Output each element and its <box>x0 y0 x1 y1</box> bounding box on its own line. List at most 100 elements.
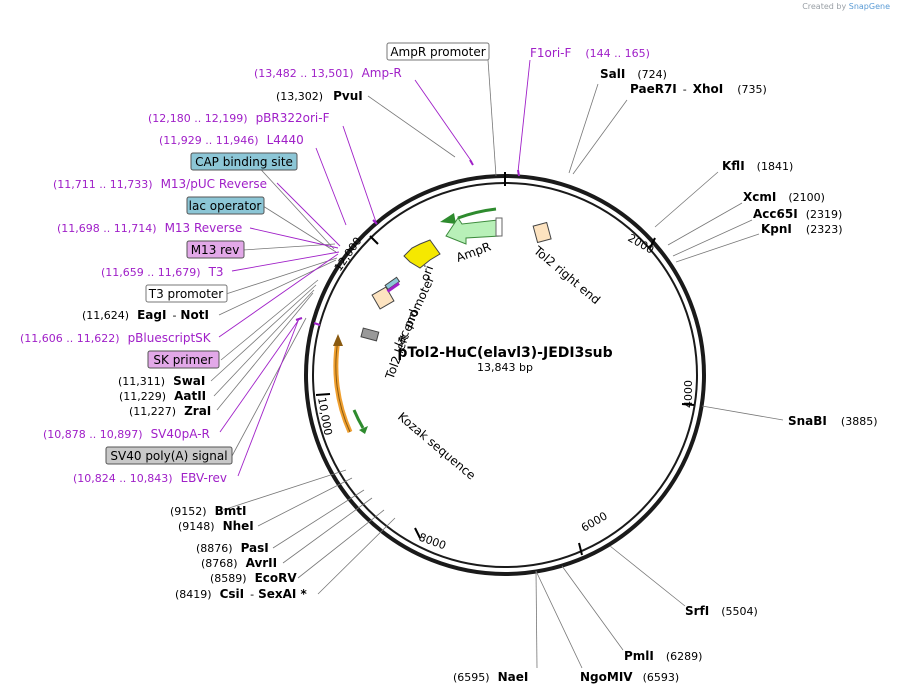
box-cap-binding-site <box>190 152 298 171</box>
primer-m13puc-name: M13/pUC Reverse <box>161 177 268 191</box>
primer-site-marks <box>386 282 400 293</box>
primer-pbr322: (12,180 .. 12,199)pBR322ori-F <box>148 111 330 125</box>
primer-ebv-rev: (10,824 .. 10,843)EBV-rev <box>73 471 227 485</box>
leader-pmli <box>561 565 624 651</box>
leader-lines-primers <box>218 59 531 477</box>
site-srfi-name: SrfI <box>685 604 709 618</box>
leader-m13-rev <box>242 243 336 251</box>
leader-f1ori-f <box>517 59 531 173</box>
ampr-promoter-arrow <box>457 207 497 220</box>
leader-t3-promoter <box>225 257 338 295</box>
site-swai-pos: (11,311) <box>118 375 165 388</box>
site-kfli: KflI(1841) <box>722 159 793 173</box>
site-nhei: (9148)NheI <box>178 519 254 533</box>
branding-prefix: Created by <box>802 2 847 11</box>
site-ecorv: (8589)EcoRV <box>210 571 297 585</box>
primer-amp-r-name: Amp-R <box>362 66 402 80</box>
site-zrai-name: ZraI <box>184 404 211 418</box>
primer-labels: F1ori-F(144 .. 165) (13,482 .. 13,501)Am… <box>20 46 650 485</box>
site-snabi-name: SnaBI <box>788 414 827 428</box>
primer-sv40pa-r: (10,878 .. 10,897)SV40pA-R <box>43 427 210 441</box>
leader-sk-primer <box>220 279 319 361</box>
box-sv40-polya <box>105 446 233 465</box>
leader-lines-left <box>210 59 497 595</box>
site-srfi-pos: (5504) <box>721 605 758 618</box>
leader-kfli <box>654 171 719 228</box>
tick-label-4000: 4000 <box>682 380 695 408</box>
tick-4000 <box>681 403 695 406</box>
tick-8000 <box>414 527 421 539</box>
primer-t3-name: T3 <box>208 265 224 279</box>
leader-naei <box>535 570 538 669</box>
site-zrai-pos: (11,227) <box>129 405 176 418</box>
site-bmti-pos: (9152) <box>170 505 207 518</box>
primer-m13puc-pos: (11,711 .. 11,733) <box>53 178 153 191</box>
box-lac-operator-label: lac operator <box>189 199 262 213</box>
leader-pbr322 <box>342 125 377 223</box>
site-naei: (6595)NaeI <box>453 670 528 684</box>
feature-label-kozak: Kozak sequence <box>395 410 478 483</box>
box-sv40-polya-label: SV40 poly(A) signal <box>110 449 227 463</box>
kozak-feature-arrowhead <box>359 426 368 434</box>
primer-pbluescript: (11,606 .. 11,622)pBluescriptSK <box>20 331 212 345</box>
site-pvui: (13,302) PvuI <box>276 89 363 103</box>
primer-f1ori-f-name: F1ori-F <box>530 46 571 60</box>
leader-pbluescript <box>218 253 339 338</box>
box-m13-rev-label: M13 rev <box>191 243 240 257</box>
leader-t3 <box>231 251 340 272</box>
site-acc65i-name: Acc65I <box>753 207 798 221</box>
primer-l4440: (11,929 .. 11,946)L4440 <box>159 133 304 147</box>
site-swai-name: SwaI <box>173 374 205 388</box>
leader-zrai <box>216 292 314 411</box>
box-t3-promoter-label: T3 promoter <box>148 287 224 301</box>
site-sali: SalI(724) <box>600 67 667 81</box>
primer-pbluescript-name: pBluescriptSK <box>128 331 212 345</box>
leader-kpni <box>675 233 760 263</box>
site-naei-name: NaeI <box>498 670 529 684</box>
site-ecorv-pos: (8589) <box>210 572 247 585</box>
leader-l4440 <box>315 147 347 226</box>
site-pvui-name: PvuI <box>333 89 363 103</box>
primer-f1ori-f-pos: (144 .. 165) <box>585 47 650 60</box>
ampr-end-marker <box>495 217 503 237</box>
orange-feature-arrowhead <box>333 334 343 346</box>
site-acc65i: Acc65I (2319) <box>753 207 842 221</box>
site-acc65i-pos: (2319) <box>806 208 843 221</box>
mark-ebv <box>313 322 321 326</box>
site-kpni-name: KpnI <box>761 222 792 236</box>
site-csii-pos: (8419) <box>175 588 212 601</box>
site-avrii-name: AvrII <box>246 556 278 570</box>
tick-marks <box>315 172 695 556</box>
leader-csii <box>317 517 396 595</box>
tick-12000 <box>369 235 379 245</box>
ori-feature <box>403 239 441 269</box>
leader-m13puc <box>276 182 341 247</box>
mark-f1ori <box>517 169 520 177</box>
boxed-labels: AmpR promoter CAP binding site lac opera… <box>105 42 490 465</box>
site-pmli-name: PmlI <box>624 649 654 663</box>
box-sk-primer-label: SK primer <box>153 353 212 367</box>
leader-sv40pa-r <box>219 317 301 433</box>
box-t3-promoter <box>145 284 228 303</box>
site-nhei-name: NheI <box>223 519 254 533</box>
site-pvui-pos: (13,302) <box>276 90 323 103</box>
site-kfli-name: KflI <box>722 159 745 173</box>
mark-pbr322 <box>372 219 378 225</box>
primer-t3: (11,659 .. 11,679)T3 <box>101 265 224 279</box>
plasmid-name: pTol2-HuC(elavl3)-JEDI3sub <box>397 345 612 361</box>
site-swai: (11,311) SwaI <box>118 374 205 388</box>
leader-snabi <box>701 405 784 421</box>
primer-pbr322-pos: (12,180 .. 12,199) <box>148 112 248 125</box>
leader-lines-right <box>535 83 784 669</box>
site-ngomiv: NgoMIV(6593) <box>580 670 679 684</box>
orange-feature-outline <box>335 339 351 433</box>
tick-label-6000: 6000 <box>579 509 610 534</box>
site-avrii: (8768) AvrII <box>201 556 277 570</box>
leader-cap <box>253 161 335 250</box>
site-eagi-name: EagI <box>137 308 166 322</box>
site-pasi-pos: (8876) <box>196 542 233 555</box>
site-avrii-pos: (8768) <box>201 557 238 570</box>
primer-ebv-rev-name: EBV-rev <box>181 471 227 485</box>
site-kpni: KpnI(2323) <box>761 222 842 236</box>
